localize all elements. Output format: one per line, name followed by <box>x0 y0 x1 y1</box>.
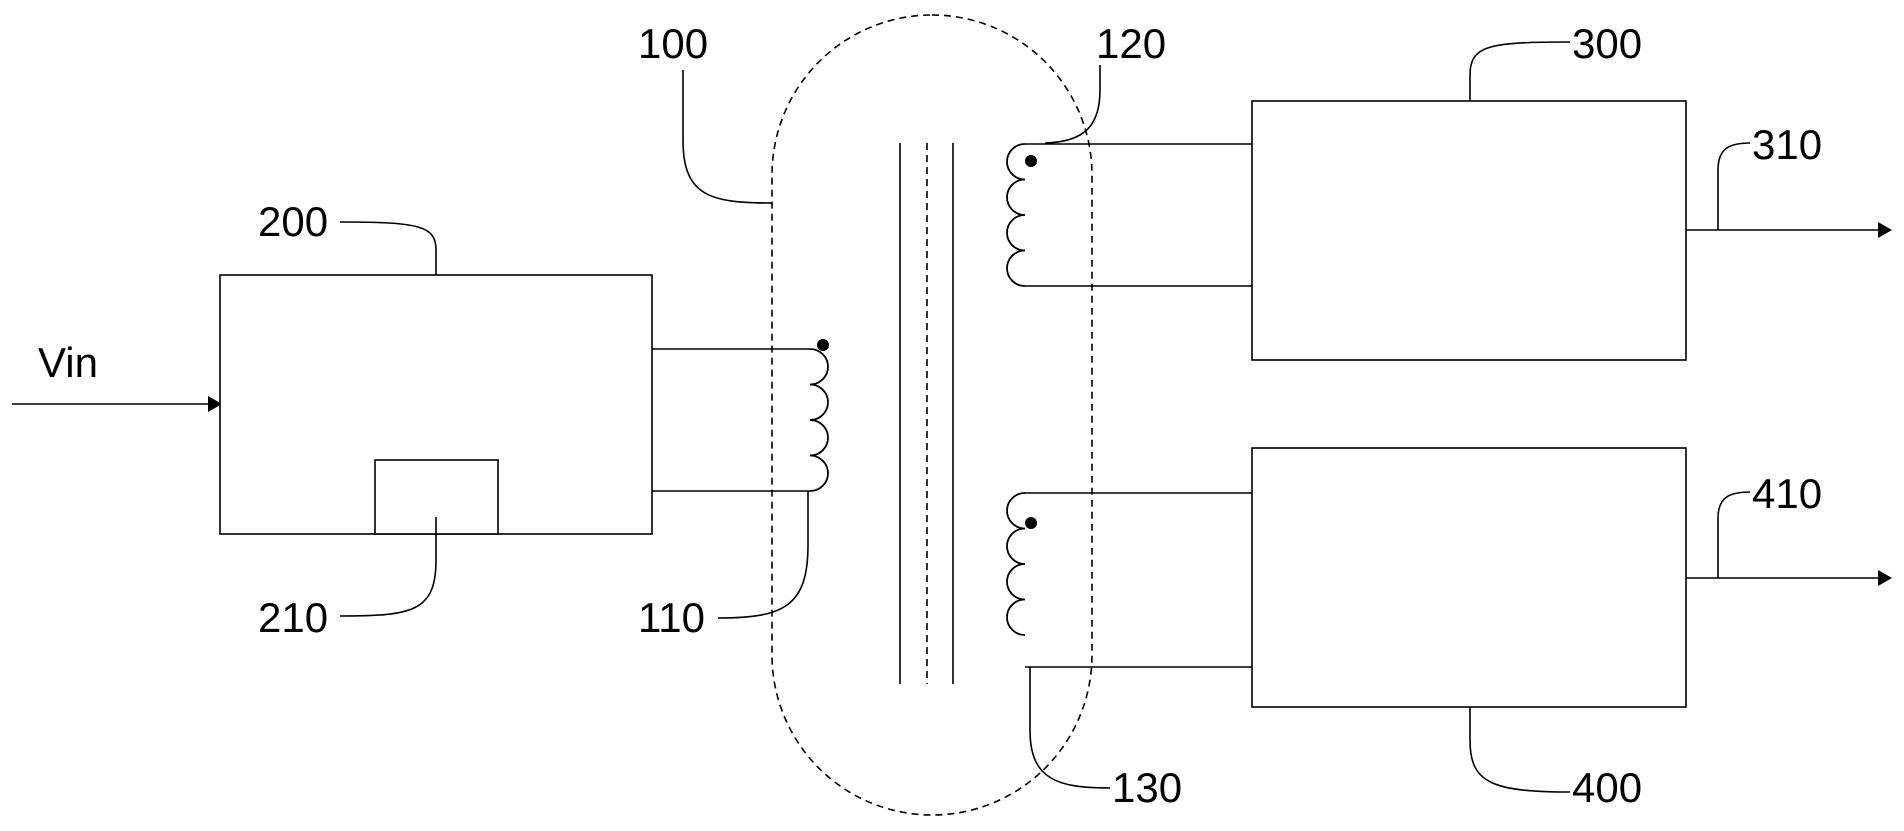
output-circuit-1-block <box>1251 100 1687 361</box>
label-210: 210 <box>258 594 328 641</box>
label-200: 200 <box>258 198 328 245</box>
label-130: 130 <box>1112 764 1182 811</box>
leader-120 <box>1044 65 1101 144</box>
output-1-arrow <box>1686 222 1892 238</box>
label-110: 110 <box>638 594 705 641</box>
vin-label: Vin <box>38 339 98 386</box>
label-120: 120 <box>1096 20 1166 67</box>
primary-winding <box>652 339 829 492</box>
leader-310 <box>1717 142 1751 230</box>
leader-110 <box>717 491 809 619</box>
leader-100 <box>682 70 773 204</box>
label-310: 310 <box>1752 121 1822 168</box>
output-2-arrow <box>1686 570 1892 586</box>
leader-410 <box>1717 491 1751 578</box>
secondary-2-polarity-dot <box>1025 517 1037 529</box>
label-410: 410 <box>1752 470 1822 517</box>
primary-polarity-dot <box>817 339 829 351</box>
transformer-enclosure <box>771 14 1093 816</box>
leader-200 <box>339 221 437 275</box>
label-100: 100 <box>638 20 708 67</box>
leader-210 <box>339 517 437 617</box>
secondary-winding-2 <box>1006 492 1252 668</box>
leader-130 <box>1029 667 1111 789</box>
label-300: 300 <box>1572 20 1642 67</box>
vin-input-arrow <box>12 396 222 412</box>
transformer-core <box>899 143 954 684</box>
label-400: 400 <box>1572 764 1642 811</box>
secondary-winding-1 <box>1006 143 1252 287</box>
output-circuit-2-block <box>1251 447 1687 708</box>
secondary-1-polarity-dot <box>1025 155 1037 167</box>
leader-400 <box>1469 707 1571 793</box>
leader-300 <box>1469 41 1571 101</box>
